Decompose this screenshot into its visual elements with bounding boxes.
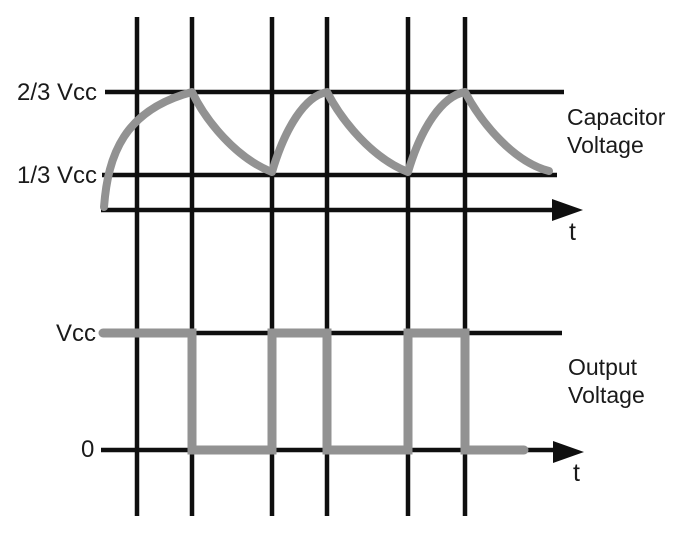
output-voltage-label-line2: Voltage xyxy=(568,382,645,408)
top-axis-arrowhead-icon xyxy=(552,199,583,221)
bottom-axis-arrowhead-icon xyxy=(553,441,584,463)
output-voltage-label-line1: Output xyxy=(568,354,638,380)
vcc-label: Vcc xyxy=(56,320,97,347)
capacitor-voltage-label: Capacitor Voltage xyxy=(567,103,665,159)
two-thirds-vcc-label: 2/3 Vcc xyxy=(17,79,98,106)
output-voltage-wave xyxy=(98,328,529,455)
top-time-axis-label: t xyxy=(569,218,576,246)
output-voltage-label: Output Voltage xyxy=(568,353,645,409)
capacitor-voltage-curve xyxy=(100,88,553,211)
capacitor-voltage-label-line1: Capacitor xyxy=(567,104,666,130)
capacitor-voltage-label-line2: Voltage xyxy=(567,132,644,158)
bottom-time-axis-label: t xyxy=(573,459,580,487)
one-third-vcc-label: 1/3 Vcc xyxy=(17,162,98,189)
zero-label: 0 xyxy=(81,436,95,463)
grid-horizontal-lines xyxy=(101,89,564,453)
